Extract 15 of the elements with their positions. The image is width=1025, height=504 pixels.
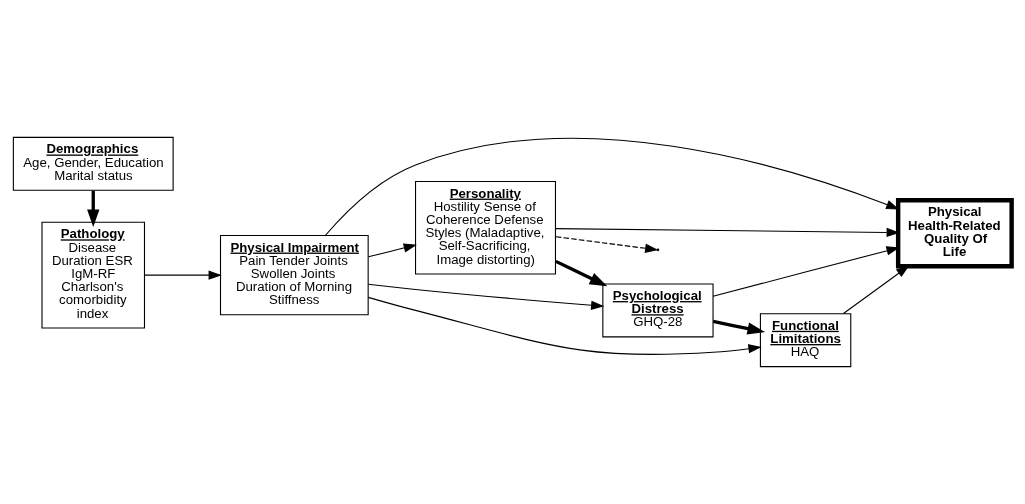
arrow <box>367 296 762 356</box>
node-box: Functional Limitations HAQ <box>759 313 852 368</box>
arrow <box>555 259 608 287</box>
arrow <box>144 270 222 280</box>
arrow <box>367 243 417 258</box>
arrow <box>87 190 100 228</box>
arrow <box>367 283 605 310</box>
arrow <box>712 319 766 335</box>
node-box: Personality Hostility Sense of Coherence Defense Styles (Maladaptive, Self-Sacrificing, Image distorting) <box>415 180 556 275</box>
arrow <box>842 265 910 314</box>
node-box: Demographics Age, Gender, Education Marital status <box>12 136 174 191</box>
node-box: Physical Impairment Pain Tender Joints Swollen Joints Duration of Morning Stiffness <box>219 234 369 316</box>
node-box: Psychological Distress GHQ-28 <box>602 283 714 338</box>
node-box: Physical Health-Related Quality Of Life <box>895 198 1014 269</box>
node-box: Pathology Disease Duration ESR IgM-RF Charlson's comorbidity index <box>41 221 146 329</box>
